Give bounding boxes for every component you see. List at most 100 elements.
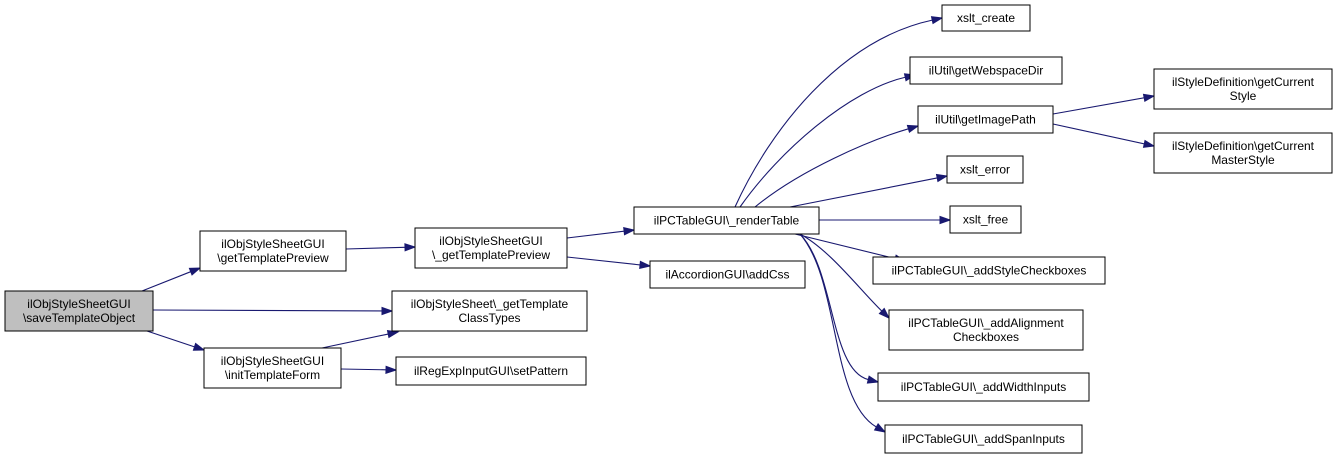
edge-arrowhead xyxy=(878,307,891,320)
node-setPattern[interactable]: ilRegExpInputGUI\setPattern xyxy=(395,356,587,386)
edge-renderTable-to-xslt_free xyxy=(819,215,952,225)
edge-getTemplatePreview-to-_getTemplatePreview xyxy=(345,243,417,252)
node-label: \_getTemplatePreview xyxy=(432,248,550,262)
node-box xyxy=(872,256,1106,285)
node-box xyxy=(4,290,154,332)
node-label: ilObjStyleSheetGUI xyxy=(221,354,324,368)
node-label: Style xyxy=(1230,89,1257,103)
node-label: xslt_error xyxy=(960,163,1010,177)
node-box xyxy=(649,260,806,289)
node-saveTemplateObject[interactable]: ilObjStyleSheetGUI\saveTemplateObject xyxy=(4,290,154,332)
node-getWebspaceDir[interactable]: ilUtil\getWebspaceDir xyxy=(909,56,1063,85)
edge-line xyxy=(794,233,896,260)
node-label: xslt_free xyxy=(963,213,1009,227)
node-box xyxy=(941,4,1031,32)
edge-initTemplateForm-to-setPattern xyxy=(340,365,398,374)
edge-line xyxy=(754,128,909,208)
node-box xyxy=(203,347,342,389)
edge-getImagePath-to-getCurrentStyle xyxy=(1052,93,1156,115)
edge-arrowhead xyxy=(930,16,944,25)
node-box xyxy=(888,309,1084,351)
edge-renderTable-to-getImagePath xyxy=(754,124,920,208)
edge-arrowhead xyxy=(623,227,636,236)
node-box xyxy=(946,155,1024,184)
call-graph-nodes: ilObjStyleSheetGUI\saveTemplateObjectilO… xyxy=(4,4,1333,454)
node-initTemplateForm[interactable]: ilObjStyleSheetGUI\initTemplateForm xyxy=(203,347,342,389)
node-addStyleCheckboxes[interactable]: ilPCTableGUI\_addStyleCheckboxes xyxy=(872,256,1106,285)
edge-arrowhead xyxy=(404,243,417,252)
node-xslt_error[interactable]: xslt_error xyxy=(946,155,1024,184)
edge-renderTable-to-addWidthInputs xyxy=(799,233,880,384)
node-label: ClassTypes xyxy=(458,311,520,325)
edge-arrowhead xyxy=(386,330,400,339)
node-box xyxy=(414,227,568,269)
node-label: ilStyleDefinition\getCurrent xyxy=(1172,139,1315,153)
edge-line xyxy=(340,368,387,371)
node-label: ilStyleDefinition\getCurrent xyxy=(1172,75,1315,89)
node-label: ilUtil\getImagePath xyxy=(935,113,1036,127)
node-addWidthInputs[interactable]: ilPCTableGUI\_addWidthInputs xyxy=(877,372,1090,402)
node-label: Checkboxes xyxy=(953,330,1019,344)
node-label: ilUtil\getWebspaceDir xyxy=(929,64,1044,78)
edge-_getTemplatePreview-to-addCss xyxy=(566,256,652,270)
edge-saveTemplateObject-to-getTemplatePreview xyxy=(141,267,202,292)
node-renderTable[interactable]: ilPCTableGUI\_renderTable xyxy=(633,206,820,235)
node-xslt_create[interactable]: xslt_create xyxy=(941,4,1031,32)
edge-renderTable-to-xslt_error xyxy=(789,173,949,208)
edge-arrowhead xyxy=(192,342,206,351)
edge-arrowhead xyxy=(188,267,202,276)
edge-line xyxy=(141,271,191,292)
edge-renderTable-to-addSpanInputs xyxy=(799,233,887,433)
node-label: ilObjStyleSheetGUI xyxy=(27,297,130,311)
edge-line xyxy=(152,309,383,312)
edge-arrowhead xyxy=(385,365,398,374)
edge-line xyxy=(799,233,883,312)
node-getImagePath[interactable]: ilUtil\getImagePath xyxy=(917,105,1054,134)
edge-arrowhead xyxy=(639,260,652,270)
node-label: \getTemplatePreview xyxy=(217,251,329,265)
node-label: \initTemplateForm xyxy=(225,368,320,382)
node-label: ilObjStyleSheet\_getTemplate xyxy=(411,297,569,311)
call-graph-edges xyxy=(141,16,1156,433)
edge-renderTable-to-xslt_create xyxy=(734,16,944,208)
edge-renderTable-to-addAlignmentCheckboxes xyxy=(799,233,891,320)
edge-arrowhead xyxy=(935,173,949,183)
node-label: \saveTemplateObject xyxy=(23,311,136,325)
node-box xyxy=(917,105,1054,134)
node-addSpanInputs[interactable]: ilPCTableGUI\_addSpanInputs xyxy=(884,424,1083,454)
edge-arrowhead xyxy=(866,375,880,384)
edge-_getTemplatePreview-to-renderTable xyxy=(566,227,636,239)
edge-line xyxy=(345,246,406,250)
node-box xyxy=(884,424,1083,454)
edge-arrowhead xyxy=(873,423,887,433)
edge-arrowhead xyxy=(381,306,394,316)
edge-line xyxy=(566,256,641,266)
node-box xyxy=(1153,68,1333,110)
node-label: ilPCTableGUI\_addAlignment xyxy=(908,316,1064,330)
node-_getTemplatePreview[interactable]: ilObjStyleSheetGUI\_getTemplatePreview xyxy=(414,227,568,269)
edge-line xyxy=(799,233,877,428)
node-label: ilObjStyleSheetGUI xyxy=(221,237,324,251)
node-box xyxy=(395,356,587,386)
node-label: ilRegExpInputGUI\setPattern xyxy=(414,364,568,378)
edge-arrowhead xyxy=(1142,139,1156,148)
node-label: ilPCTableGUI\_addSpanInputs xyxy=(902,432,1065,446)
edge-arrowhead xyxy=(1142,93,1156,102)
node-xslt_free[interactable]: xslt_free xyxy=(949,205,1022,234)
edge-line xyxy=(146,330,195,348)
node-label: ilObjStyleSheetGUI xyxy=(439,234,542,248)
node-addCss[interactable]: ilAccordionGUI\addCss xyxy=(649,260,806,289)
node-box xyxy=(391,290,588,332)
edge-line xyxy=(734,19,933,208)
node-getTemplatePreview[interactable]: ilObjStyleSheetGUI\getTemplatePreview xyxy=(199,230,347,272)
edge-arrowhead xyxy=(906,124,920,134)
edge-line xyxy=(789,177,938,208)
edge-line xyxy=(1052,97,1145,115)
node-box xyxy=(949,205,1022,234)
node-label: ilPCTableGUI\_addWidthInputs xyxy=(901,380,1066,394)
